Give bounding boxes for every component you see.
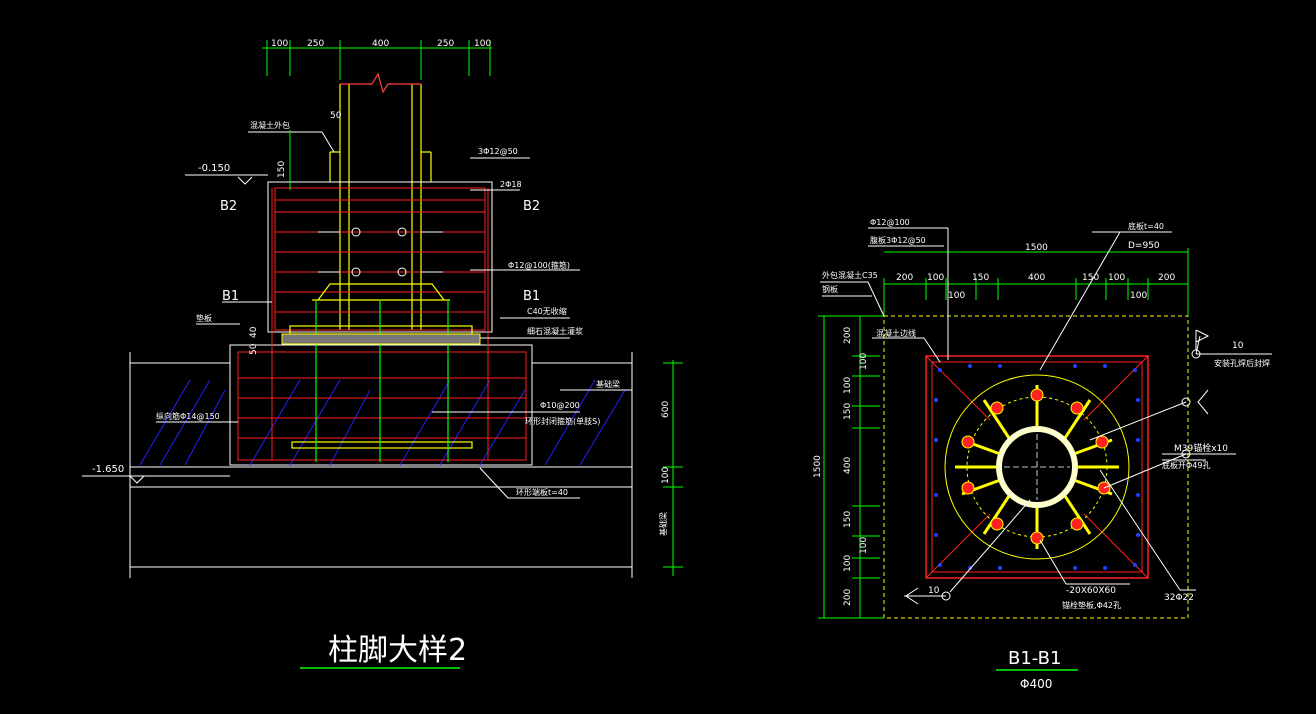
- section-b2-left: B2: [220, 199, 237, 214]
- label-plate-top: 底板t=40: [1128, 221, 1164, 231]
- label-conc: 外包混凝土C35: [822, 270, 878, 280]
- label-stiff: 安装孔焊后封焊: [1214, 358, 1270, 368]
- left-title: 柱脚大样2: [328, 633, 467, 668]
- label-grout: 细石混凝土灌浆: [527, 326, 583, 336]
- rebar-dots: [934, 364, 1140, 570]
- label-bolt: M39锚栓x10: [1174, 442, 1228, 454]
- dim-top-1: 100: [271, 39, 288, 49]
- dim-v-7: 200: [843, 589, 853, 606]
- dim-v-3: 150: [843, 403, 853, 420]
- leader-lines: [156, 131, 632, 499]
- label-bar-2: 2Φ18: [500, 180, 522, 189]
- label-concrete-top: 混凝土外包: [250, 120, 290, 130]
- elevation-bottom: -1.650: [92, 464, 124, 475]
- section-b1-plan: Φ12@100 腹板3Φ12@50 外包混凝土C35 钢板 底板t=40 D=9…: [813, 218, 1272, 691]
- dim-v2-2: 100: [859, 537, 869, 554]
- label-stirrup-low: Φ10@200: [540, 401, 580, 410]
- outer-concrete-outline: [883, 315, 1189, 619]
- label-stirrup-low2: 环形封闭箍筋(单肢S): [525, 416, 600, 426]
- stiffener-ribs: [955, 385, 1119, 549]
- label-hole: 底板开Φ49孔: [1162, 460, 1210, 470]
- label-10: 10: [1232, 341, 1244, 351]
- dim-v2-1: 100: [859, 353, 869, 370]
- dim-h-7: 200: [1158, 273, 1175, 283]
- dim-h-4: 400: [1028, 273, 1045, 283]
- section-b1-left: B1: [222, 289, 239, 304]
- label-bar-top: Φ12@100: [870, 218, 910, 227]
- dim-v-total: 1500: [813, 455, 823, 478]
- dim-top-3: 400: [372, 39, 389, 49]
- base-plate-inner: [931, 361, 1143, 573]
- dim-h-5: 150: [1082, 273, 1099, 283]
- dim-h-1: 200: [896, 273, 913, 283]
- dim-50b: 50: [249, 343, 259, 355]
- label-pad: 垫板: [196, 313, 212, 323]
- label-bar-top2: 腹板3Φ12@50: [870, 235, 926, 245]
- dim-h-2: 100: [927, 273, 944, 283]
- label-found: 基础梁: [658, 512, 668, 536]
- dim-100: 100: [661, 467, 671, 484]
- label-10b: 10: [928, 586, 940, 596]
- dim-v-2: 100: [843, 377, 853, 394]
- anchor-bolts: [961, 388, 1111, 545]
- base-plate-red: [925, 355, 1149, 579]
- plan-dimensions: [818, 248, 1189, 619]
- pipe-column: [996, 426, 1078, 508]
- right-subtitle: Φ400: [1020, 677, 1052, 691]
- corner-diagonals: [925, 355, 1149, 579]
- rebar-cage: [237, 187, 527, 461]
- dim-600: 600: [661, 401, 671, 418]
- dim-h-3: 150: [972, 273, 989, 283]
- right-dimension-chain: [289, 130, 683, 576]
- label-bar-22: 32Φ22: [1164, 593, 1194, 603]
- dim-h-6: 100: [1108, 273, 1125, 283]
- label-plate: 环形端板t=40: [516, 487, 568, 497]
- plan-leaders: [820, 227, 1272, 605]
- dim-v-4: 400: [843, 457, 853, 474]
- label-rib: -20X60X60: [1066, 586, 1116, 596]
- dim-150: 150: [277, 161, 287, 178]
- dim-top-2: 250: [307, 39, 324, 49]
- label-bar-side: 纵向筋Φ14@150: [156, 411, 220, 421]
- bolt-holes: [318, 227, 443, 277]
- label-d: D=950: [1128, 241, 1160, 251]
- elevation-top: -0.150: [198, 163, 230, 174]
- dim-total: 1500: [1025, 243, 1048, 253]
- label-inner: 混凝土边线: [876, 328, 916, 338]
- top-dimension-chain: [262, 40, 492, 80]
- grout-layer: [281, 333, 481, 345]
- section-b2-right: B2: [523, 199, 540, 214]
- dim-top-4: 250: [437, 39, 454, 49]
- dim-40: 40: [249, 326, 259, 338]
- outer-ring: [944, 374, 1130, 560]
- dim-top-5: 100: [474, 39, 491, 49]
- section-b1-right: B1: [523, 289, 540, 304]
- label-ground: 基础梁: [596, 379, 620, 389]
- base-plate-anchors: [289, 283, 473, 462]
- dim-50: 50: [330, 111, 342, 121]
- steel-column: [329, 72, 432, 330]
- label-c40: C40无收缩: [527, 306, 567, 316]
- column-foot-elevation: 100 250 400 250 100: [82, 39, 683, 669]
- label-stirrup-mid: Φ12@100(箍筋): [508, 260, 570, 270]
- center-lines: [1004, 434, 1070, 500]
- label-edge: 钢板: [822, 284, 838, 294]
- label-washer: 锚栓垫板,Φ42孔: [1062, 600, 1121, 610]
- label-stirrup-top: 3Φ12@50: [478, 147, 518, 156]
- right-title: B1-B1: [1008, 648, 1061, 669]
- dim-h2-1: 100: [948, 291, 965, 301]
- dim-v-5: 150: [843, 511, 853, 528]
- dim-h2-2: 100: [1130, 291, 1147, 301]
- dim-v-1: 200: [843, 327, 853, 344]
- dim-v-6: 100: [843, 555, 853, 572]
